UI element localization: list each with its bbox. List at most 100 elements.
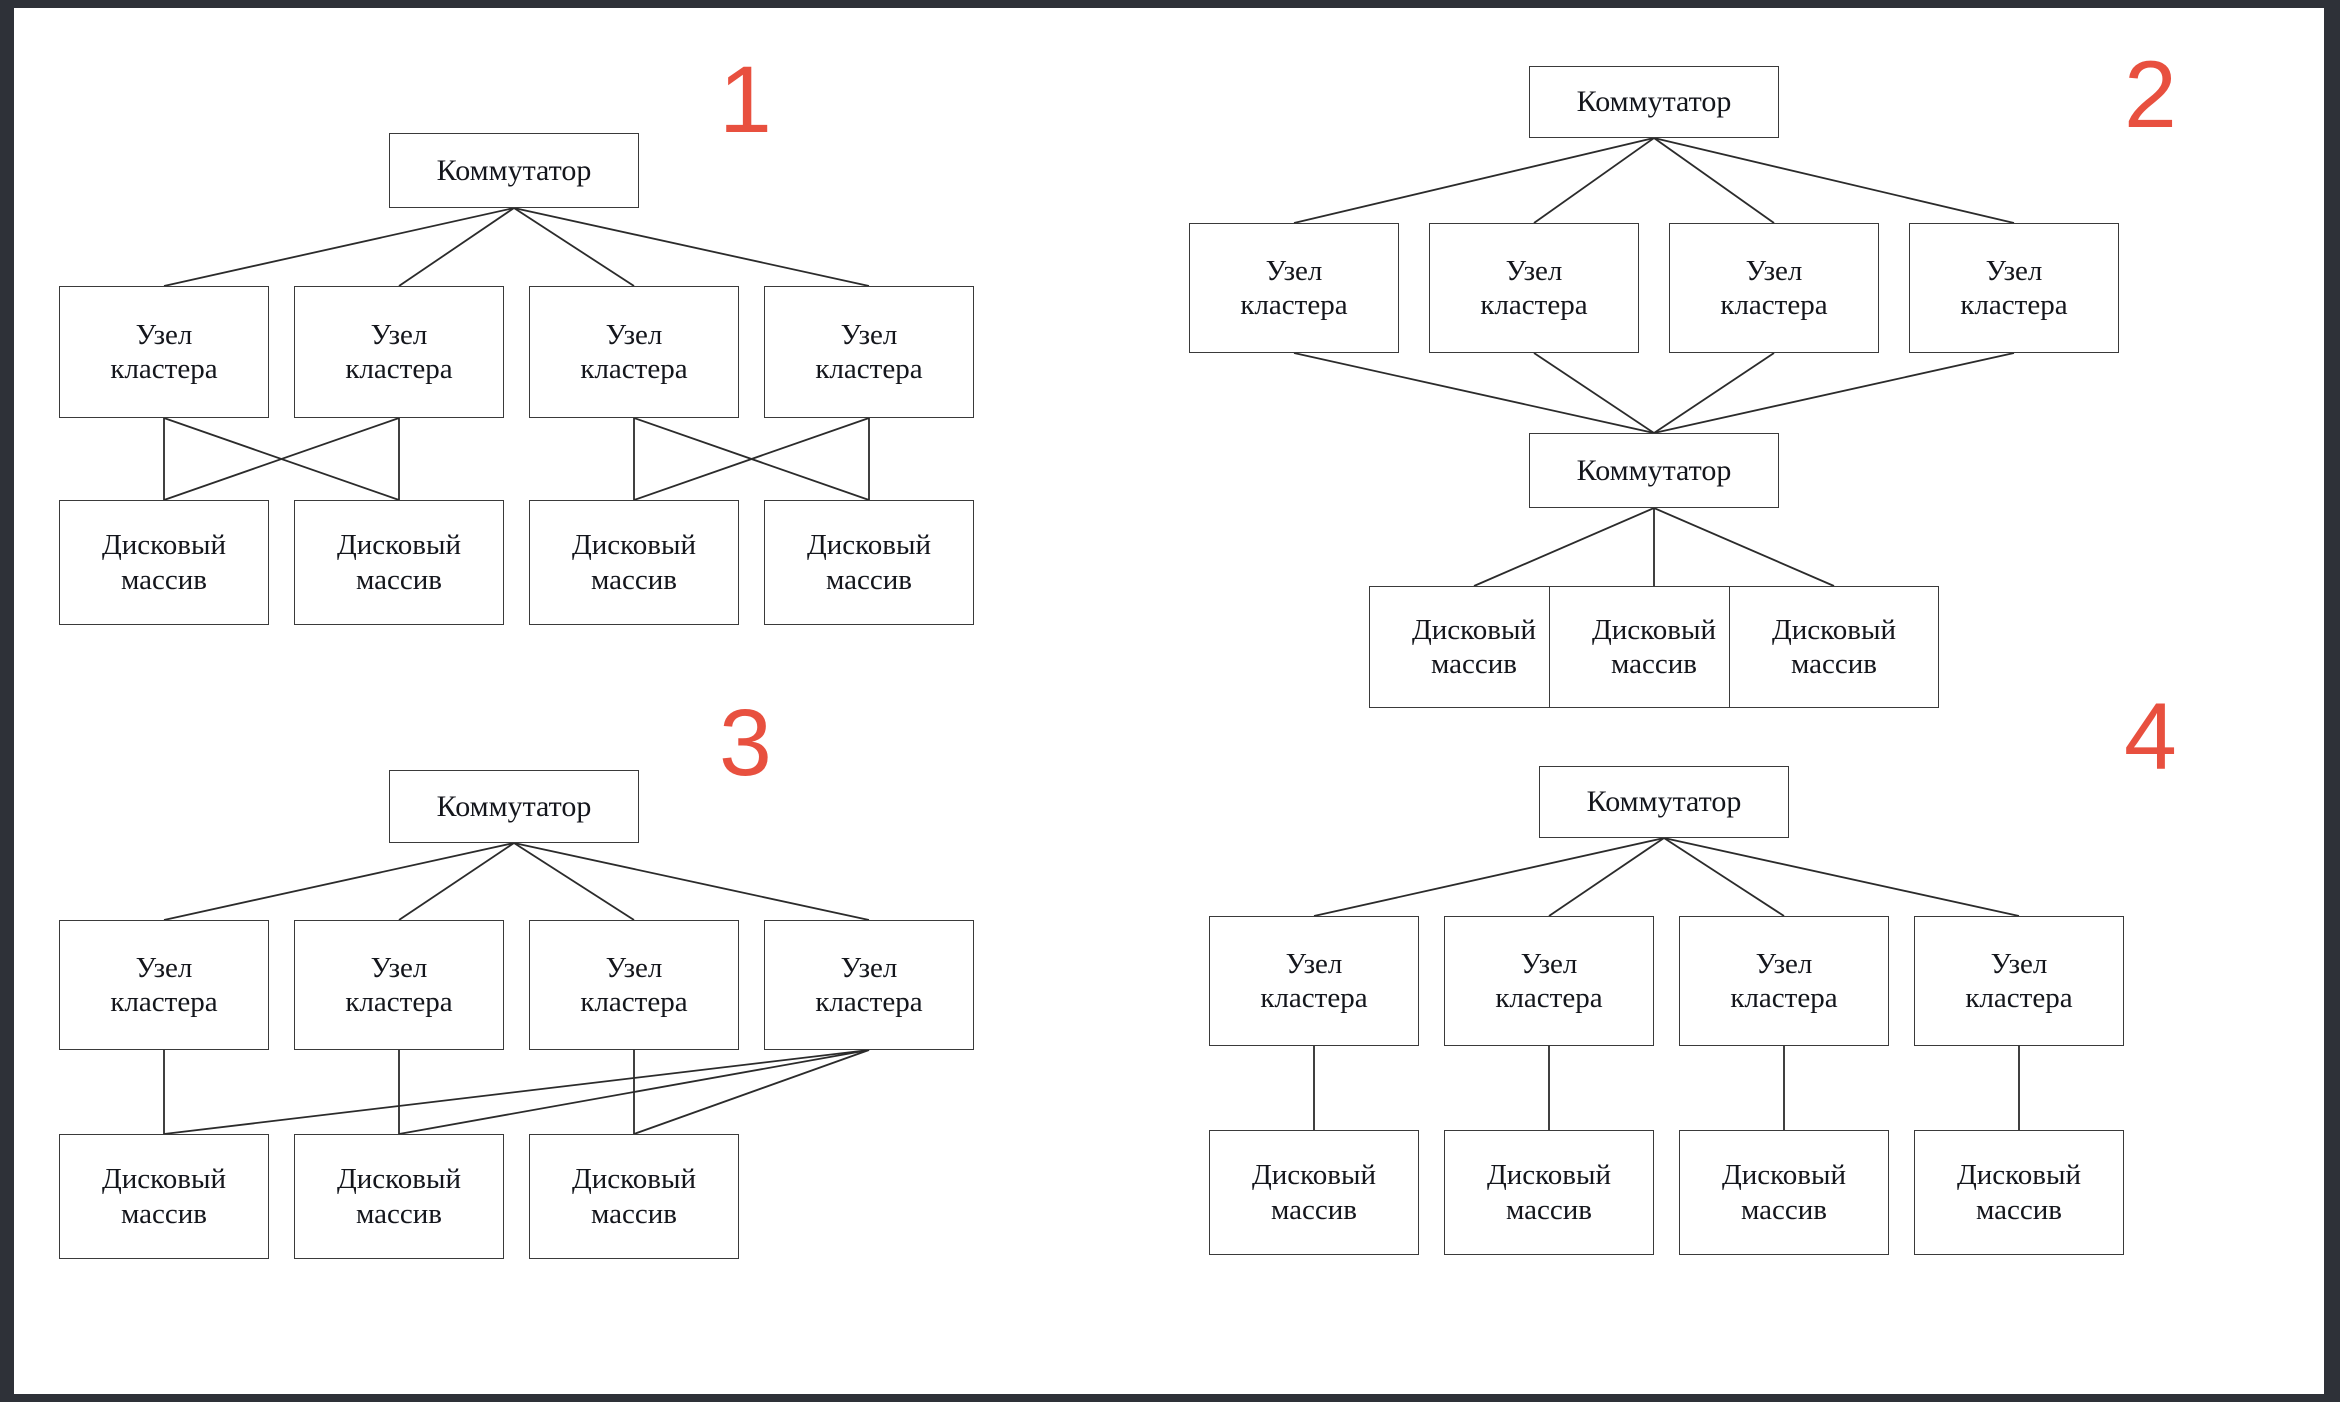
cluster-node-label-line2: кластера [1495,982,1603,1014]
diagram-page: 1 Коммутатор Узел кластера Узел кластера… [14,8,2324,1394]
disk-array-label-line2: массив [356,1197,442,1230]
cluster-node-label-line1: Узел [1285,947,1343,980]
disk-array-label-line2: массив [1271,1193,1357,1226]
disk-array-box-1[interactable]: Дисковый массив [59,1134,269,1259]
edge-switch-to-node2 [398,842,515,921]
disk-array-box-4[interactable]: Дисковый массив [1914,1130,2124,1255]
cluster-node-label-line2: кластера [1960,289,2068,321]
switch-box[interactable]: Коммутатор [389,133,639,208]
cluster-node-label-line1: Узел [1505,254,1563,287]
edge-node4-to-disk3 [633,1049,870,1135]
disk-array-box-3[interactable]: Дисковый массив [1729,586,1939,708]
disk-array-box-2[interactable]: Дисковый массив [1549,586,1759,708]
edge-switch-to-node3 [513,207,635,287]
cluster-node-label-line1: Узел [605,318,663,351]
cluster-node-label-line1: Узел [370,318,428,351]
disk-array-label-line1: Дисковый [1487,1159,1611,1192]
disk-array-label-line2: массив [1791,648,1877,680]
cluster-node-label-line1: Узел [605,951,663,984]
edge-switch-to-node2 [1548,837,1665,917]
switch-label: Коммутатор [436,789,592,823]
cluster-node-box-3[interactable]: Узел кластера [529,920,739,1050]
cluster-node-box-2[interactable]: Узел кластера [294,286,504,418]
disk-array-box-1[interactable]: Дисковый массив [1369,586,1579,708]
disk-array-label-line1: Дисковый [102,1163,226,1196]
cluster-node-label-line2: кластера [815,986,923,1018]
edge-node4-to-disk1 [163,1049,870,1135]
disk-array-label-line1: Дисковый [1252,1159,1376,1192]
cluster-node-box-1[interactable]: Узел кластера [59,286,269,418]
cluster-node-box-3[interactable]: Узел кластера [529,286,739,418]
cluster-node-label-line1: Узел [1755,947,1813,980]
disk-array-box-1[interactable]: Дисковый массив [59,500,269,625]
edge-node3-to-bottomswitch [1653,352,1775,434]
switch-label: Коммутатор [1586,785,1742,819]
disk-array-box-2[interactable]: Дисковый массив [1444,1130,1654,1255]
top-switch-box[interactable]: Коммутатор [1529,66,1779,138]
disk-array-label-line2: массив [1611,648,1697,680]
diagram-panel-3: 3 Коммутатор Узел кластера Узел кластера… [14,696,1174,1394]
cluster-node-label-line2: кластера [1260,982,1368,1014]
disk-array-label-line1: Дисковый [337,1163,461,1196]
cluster-node-label-line1: Узел [840,951,898,984]
cluster-node-box-1[interactable]: Узел кластера [59,920,269,1050]
disk-array-box-3[interactable]: Дисковый массив [529,500,739,625]
edge-switch-to-node4 [1663,837,2020,917]
cluster-node-box-1[interactable]: Узел кластера [1209,916,1419,1046]
disk-array-label-line2: массив [1506,1193,1592,1226]
cluster-node-label-line2: кластера [1480,289,1588,321]
edge-switch-to-node1 [163,842,515,921]
edge-switch-to-node4 [513,207,870,287]
disk-array-box-3[interactable]: Дисковый массив [529,1134,739,1259]
switch-box[interactable]: Коммутатор [1539,766,1789,838]
cluster-node-label-line1: Узел [840,318,898,351]
cluster-node-box-2[interactable]: Узел кластера [294,920,504,1050]
edge-topswitch-to-node3 [1653,137,1775,224]
disk-array-box-2[interactable]: Дисковый массив [294,500,504,625]
cluster-node-box-3[interactable]: Узел кластера [1669,223,1879,353]
cluster-node-box-2[interactable]: Узел кластера [1429,223,1639,353]
edge-switch-to-node1 [1313,837,1665,917]
disk-array-box-1[interactable]: Дисковый массив [1209,1130,1419,1255]
cluster-node-label-line2: кластера [1240,289,1348,321]
disk-array-label-line1: Дисковый [1592,613,1716,646]
cluster-node-box-1[interactable]: Узел кластера [1189,223,1399,353]
disk-array-label-line2: массив [1741,1193,1827,1226]
edge-node2-to-bottomswitch [1533,352,1655,434]
edge-topswitch-to-node4 [1653,137,2015,224]
cluster-node-label-line1: Узел [1265,254,1323,287]
disk-array-label-line1: Дисковый [337,529,461,562]
cluster-node-label-line2: кластера [110,353,218,385]
disk-array-label-line2: массив [1431,648,1517,680]
disk-array-box-2[interactable]: Дисковый массив [294,1134,504,1259]
disk-array-box-3[interactable]: Дисковый массив [1679,1130,1889,1255]
cluster-node-label-line2: кластера [580,986,688,1018]
disk-array-label-line2: массив [356,563,442,596]
cluster-node-box-3[interactable]: Узел кластера [1679,916,1889,1046]
switch-box[interactable]: Коммутатор [389,770,639,843]
edge-switch-to-node3 [513,842,635,921]
cluster-node-label-line1: Узел [1745,254,1803,287]
diagram-panel-1: 1 Коммутатор Узел кластера Узел кластера… [14,8,1174,708]
disk-array-label-line1: Дисковый [102,529,226,562]
cluster-node-box-4[interactable]: Узел кластера [1909,223,2119,353]
disk-array-label-line2: массив [121,563,207,596]
panel-index-4: 4 [2124,684,2177,790]
cluster-node-box-4[interactable]: Узел кластера [764,920,974,1050]
disk-array-box-4[interactable]: Дисковый массив [764,500,974,625]
edge-switch-to-node3 [1663,837,1785,917]
diagram-panel-2: 2 Коммутатор Узел кластера Узел кластера… [1164,8,2324,708]
diagram-panel-4: 4 Коммутатор Узел кластера Узел кластера… [1164,690,2324,1394]
cluster-node-label-line1: Узел [1990,947,2048,980]
cluster-node-box-4[interactable]: Узел кластера [1914,916,2124,1046]
cluster-node-box-2[interactable]: Узел кластера [1444,916,1654,1046]
disk-array-label-line1: Дисковый [572,1163,696,1196]
disk-array-label-line2: массив [826,563,912,596]
cluster-node-label-line2: кластера [1730,982,1838,1014]
cluster-node-label-line2: кластера [815,353,923,385]
edge-node4-to-bottomswitch [1653,352,2015,434]
cluster-node-box-4[interactable]: Узел кластера [764,286,974,418]
bottom-switch-box[interactable]: Коммутатор [1529,433,1779,508]
panel-4-edges [1313,837,2020,1130]
edge-node4-to-disk2 [398,1049,870,1135]
